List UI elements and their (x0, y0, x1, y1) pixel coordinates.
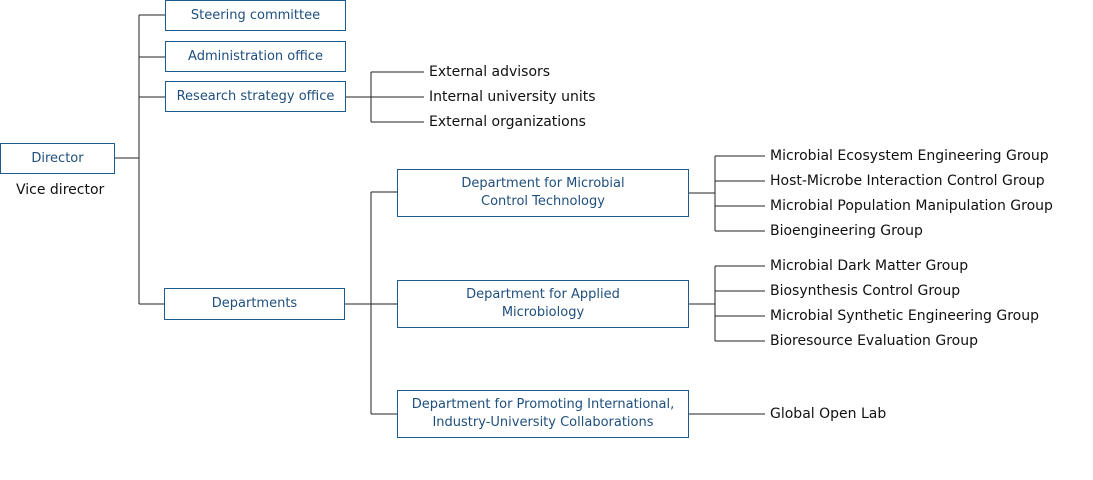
administration-office-label: Administration office (188, 48, 323, 64)
department-microbial-control-box: Department for Microbial Control Technol… (397, 169, 689, 217)
department-line1: Department for Promoting International, (411, 397, 675, 412)
group-label: Host-Microbe Interaction Control Group (770, 173, 1045, 189)
departments-label: Departments (211, 296, 298, 311)
steering-committee-label: Steering committee (190, 7, 321, 23)
department-applied-microbiology-box: Department for Applied Microbiology (397, 280, 689, 328)
administration-office-box: Administration office (165, 41, 346, 72)
group-label: Microbial Dark Matter Group (770, 258, 969, 274)
department-line1: Department for Microbial (461, 176, 625, 191)
department-line1: Department for Applied (466, 287, 620, 302)
group-label: Bioengineering Group (770, 223, 923, 239)
group-label: Microbial Synthetic Engineering Group (770, 308, 1039, 324)
department-line2: Industry-University Collaborations (432, 415, 654, 430)
external-advisors-label: External advisors (429, 64, 551, 80)
group-label: Microbial Population Manipulation Group (770, 198, 1053, 214)
internal-university-units-label: Internal university units (429, 89, 596, 105)
department-line2: Microbiology (501, 305, 585, 320)
department-international-collaborations-box: Department for Promoting International, … (397, 390, 689, 438)
group-label: Bioresource Evaluation Group (770, 333, 979, 349)
research-strategy-office-box: Research strategy office (165, 81, 346, 112)
director-label: Director (31, 150, 84, 166)
steering-committee-box: Steering committee (165, 0, 346, 31)
external-organizations-label: External organizations (429, 114, 586, 130)
research-strategy-office-label: Research strategy office (176, 88, 335, 104)
vice-director-label: Vice director (16, 182, 105, 198)
departments-box: Departments (164, 288, 345, 320)
director-box: Director (0, 143, 115, 174)
group-label: Microbial Ecosystem Engineering Group (770, 148, 1049, 164)
department-line2: Control Technology (481, 194, 605, 209)
group-label: Global Open Lab (770, 406, 887, 422)
group-label: Biosynthesis Control Group (770, 283, 961, 299)
